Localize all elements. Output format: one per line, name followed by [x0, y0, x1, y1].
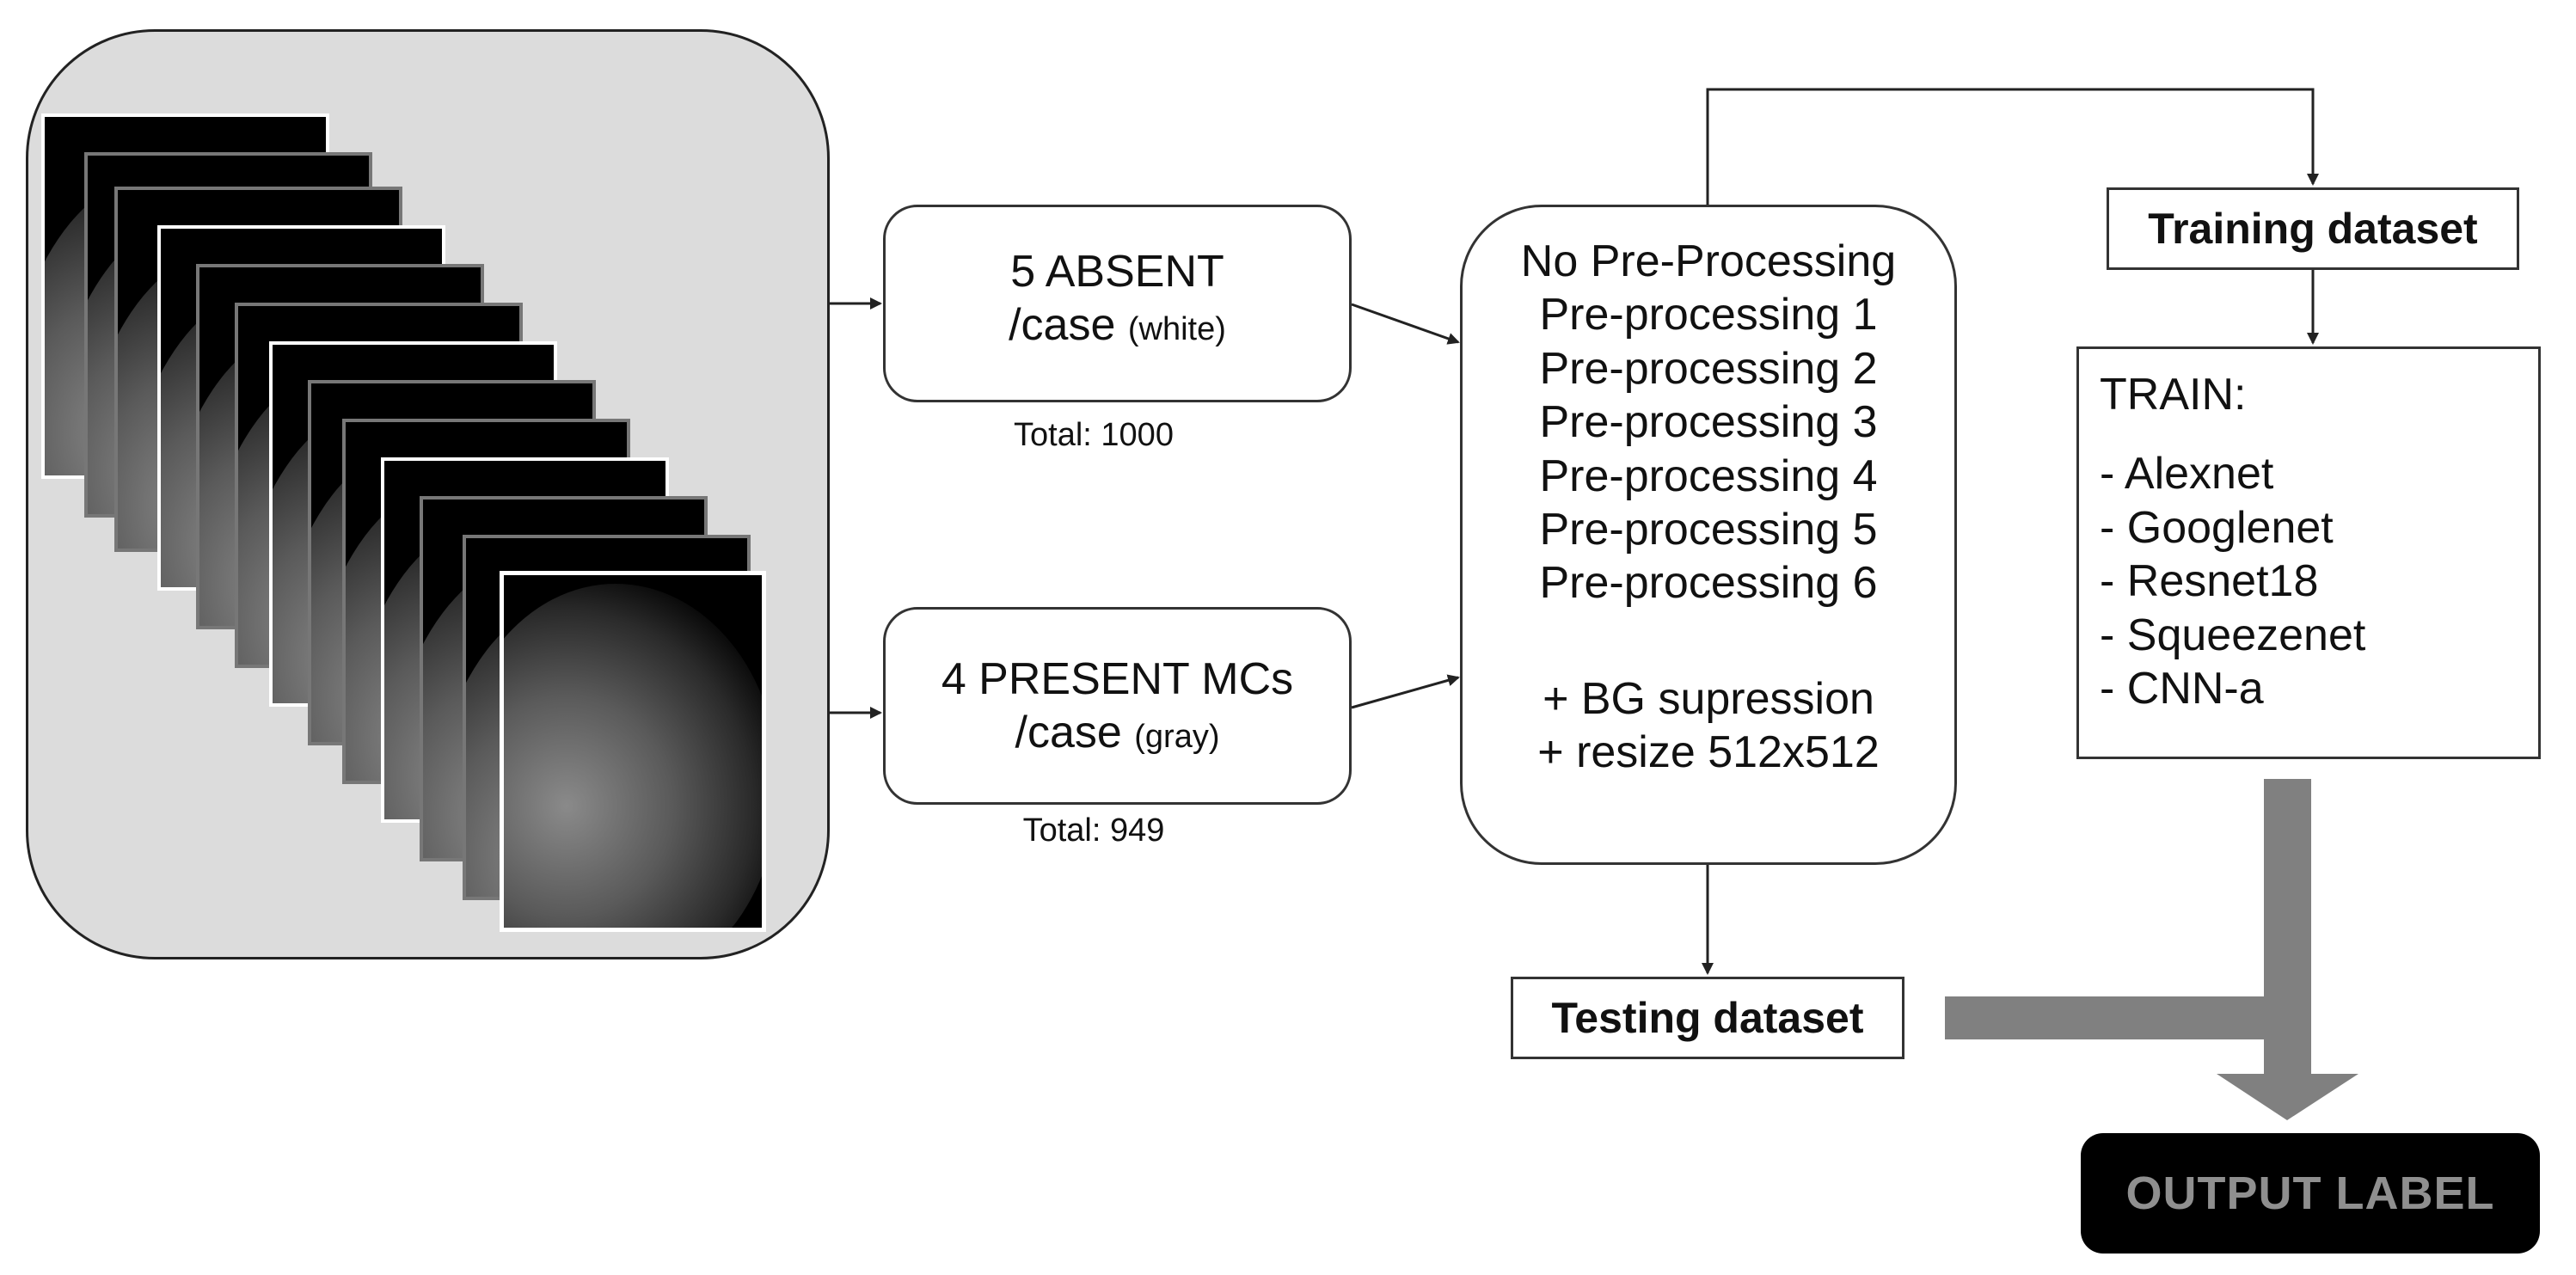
preprocessing-option: Pre-processing 2	[1539, 343, 1878, 394]
arrow-present-to-preprocessing	[1351, 674, 1460, 709]
preprocessing-option: No Pre-Processing	[1520, 236, 1897, 286]
training-dataset-box: Training dataset	[2107, 187, 2519, 270]
output-label-box: OUTPUT LABEL	[2081, 1133, 2540, 1254]
bg-suppression-step: + BG supression	[1543, 673, 1874, 724]
present-per-case: /case	[1015, 708, 1122, 758]
model-item: - Resnet18	[2100, 556, 2319, 607]
mammogram-image-front	[500, 571, 766, 932]
output-label-text: OUTPUT LABEL	[2125, 1168, 2495, 1219]
resize-step: + resize 512x512	[1537, 727, 1880, 778]
preprocessing-option: Pre-processing 6	[1539, 558, 1878, 609]
present-total: Total: 949	[1022, 812, 1165, 849]
testing-dataset-label: Testing dataset	[1551, 994, 1864, 1042]
arrow-absent-to-preprocessing	[1351, 303, 1460, 345]
model-item: - Squeezenet	[2100, 610, 2366, 660]
thick-arrow-testing-bar	[1945, 996, 2311, 1039]
train-title: TRAIN:	[2100, 370, 2247, 420]
preprocessing-option: Pre-processing 5	[1539, 504, 1878, 555]
absent-color-note: (white)	[1127, 311, 1226, 348]
present-count: 4 PRESENT MCs	[941, 654, 1294, 704]
training-dataset-label: Training dataset	[2148, 205, 2478, 253]
thick-arrow-train-shaft	[2264, 779, 2311, 1076]
preprocessing-option: Pre-processing 4	[1539, 451, 1878, 501]
preprocessing-box: No Pre-Processing Pre-processing 1 Pre-p…	[1460, 205, 1957, 865]
absent-total: Total: 1000	[1014, 417, 1174, 453]
model-item: - Alexnet	[2100, 449, 2274, 500]
preprocessing-option: Pre-processing 1	[1539, 290, 1878, 340]
absent-count: 5 ABSENT	[1010, 247, 1224, 297]
arrow-preprocessing-to-training	[1706, 88, 2319, 205]
testing-dataset-box: Testing dataset	[1511, 977, 1904, 1059]
train-models-box: TRAIN: - Alexnet - Googlenet - Resnet18 …	[2076, 346, 2541, 759]
thick-arrow-head	[2217, 1074, 2358, 1120]
absent-box: 5 ABSENT /case (white)	[883, 205, 1352, 402]
preprocessing-option: Pre-processing 3	[1539, 397, 1878, 448]
model-item: - Googlenet	[2100, 502, 2334, 553]
present-box: 4 PRESENT MCs /case (gray)	[883, 607, 1352, 805]
mammogram-stack-panel	[26, 29, 830, 959]
absent-per-case: /case	[1009, 300, 1116, 351]
present-color-note: (gray)	[1134, 719, 1220, 756]
model-item: - CNN-a	[2100, 663, 2264, 714]
